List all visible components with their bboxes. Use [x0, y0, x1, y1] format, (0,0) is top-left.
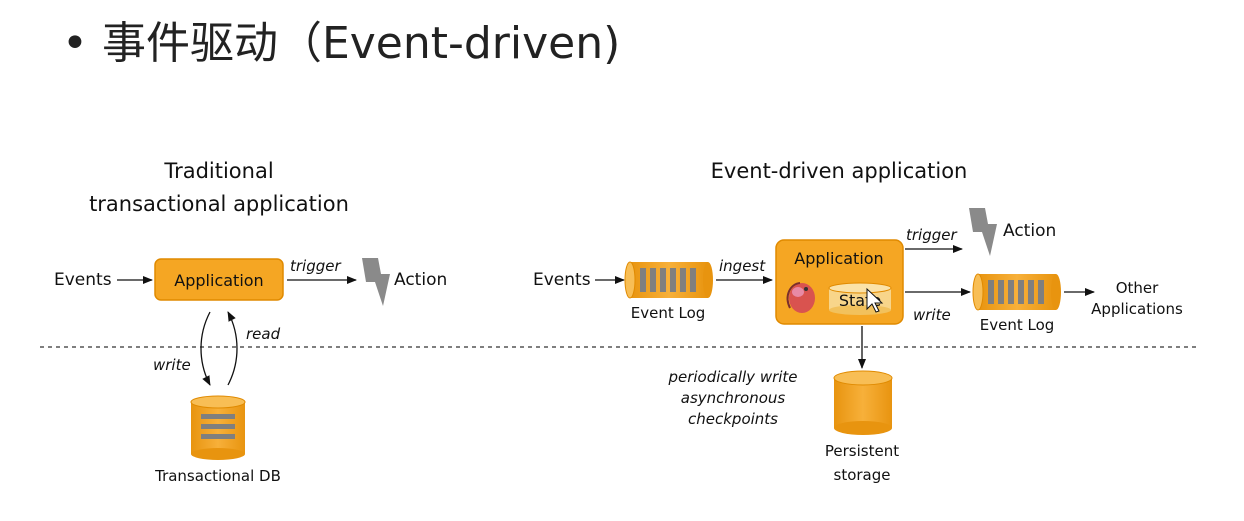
event-driven-title: Event-driven application: [711, 159, 968, 183]
traditional-read-arrow: [227, 311, 238, 386]
traditional-application-box: [154, 258, 284, 301]
event-log-in-icon: [624, 261, 713, 299]
event-log-in-label: Event Log: [631, 304, 706, 322]
traditional-write-label: write: [153, 356, 191, 374]
storage-line1: Persistent: [825, 442, 899, 460]
event-log-out-label: Event Log: [980, 316, 1055, 334]
mouse-cursor-icon: [866, 287, 884, 313]
traditional-title-line1: Traditional: [163, 159, 273, 183]
ed-lightning-icon: [969, 208, 997, 256]
ed-events-label: Events: [533, 270, 591, 290]
checkpoint-line1: periodically write: [667, 368, 797, 386]
traditional-application-label: Application: [174, 271, 263, 290]
checkpoint-line2: asynchronous: [681, 389, 786, 407]
traditional-read-label: read: [246, 325, 281, 343]
flink-logo-icon: [786, 282, 815, 313]
event-log-out-icon: [972, 273, 1061, 311]
traditional-title-line2: transactional application: [89, 192, 349, 216]
ed-write-label: write: [913, 306, 951, 324]
bullet: •: [62, 18, 88, 69]
ingest-label: ingest: [719, 257, 766, 275]
traditional-action-label: Action: [394, 270, 447, 290]
transactional-db-icon: [190, 395, 246, 460]
traditional-write-arrow: [200, 311, 211, 386]
traditional-trigger-label: trigger: [290, 257, 341, 275]
ed-action-label: Action: [1003, 221, 1056, 241]
checkpoint-line3: checkpoints: [688, 410, 778, 428]
storage-line2: storage: [834, 466, 891, 484]
traditional-events-label: Events: [54, 270, 112, 290]
transactional-db-label: Transactional DB: [154, 467, 281, 485]
heading-text: 事件驱动（Event-driven): [101, 18, 621, 69]
slide-heading: • 事件驱动（Event-driven): [62, 14, 620, 74]
other-apps-line2: Applications: [1091, 300, 1183, 318]
ed-trigger-label: trigger: [906, 226, 957, 244]
persistent-storage-icon: [833, 370, 893, 435]
other-apps-line1: Other: [1116, 279, 1159, 297]
ed-application-label: Application: [794, 249, 883, 268]
traditional-lightning-icon: [362, 258, 390, 306]
